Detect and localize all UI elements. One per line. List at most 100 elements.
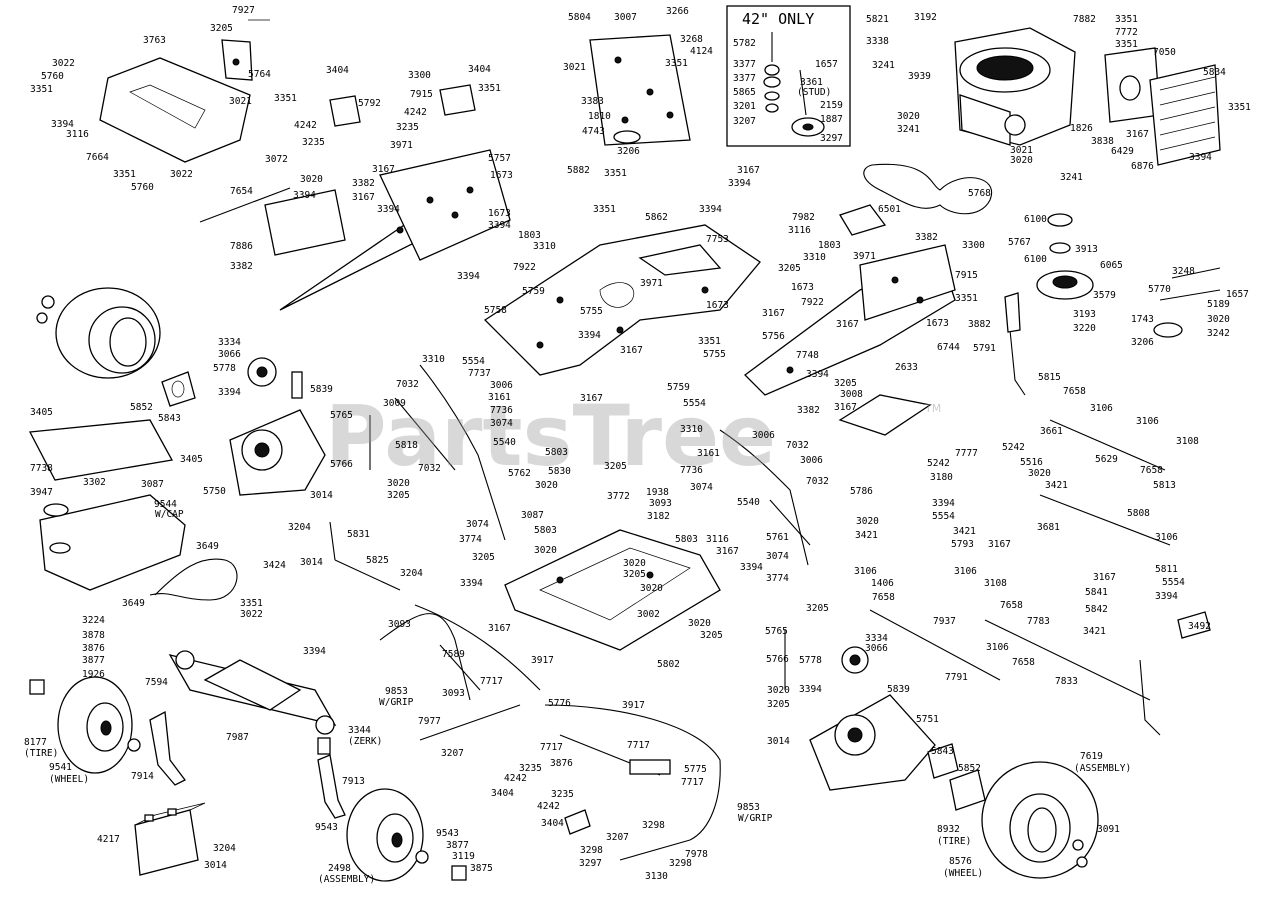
part-label: 1810 xyxy=(588,111,611,122)
part-label: 4743 xyxy=(582,126,605,137)
part-label: 3167 xyxy=(620,345,643,356)
part-label: 3334 xyxy=(218,337,241,348)
part-label: 5758 xyxy=(484,305,507,316)
part-label: 5778 xyxy=(799,655,822,666)
part-label: 3351 xyxy=(113,169,136,180)
part-label: 3167 xyxy=(352,192,375,203)
part-label: 5786 xyxy=(850,486,873,497)
part-label: 5811 xyxy=(1155,564,1178,575)
part-label: 7594 xyxy=(145,677,168,688)
part-label: 8932 xyxy=(937,824,960,835)
part-label: 3206 xyxy=(617,146,640,157)
part-label: 5802 xyxy=(657,659,680,670)
part-label: 5815 xyxy=(1038,372,1061,383)
bracket-7915-top xyxy=(439,84,476,116)
lever-5791 xyxy=(1009,329,1026,396)
part-label: 1657 xyxy=(815,59,838,70)
part-label: 3130 xyxy=(645,871,668,882)
part-label: 8576 xyxy=(949,856,972,867)
part-label: 4217 xyxy=(97,834,120,845)
part-label: 3763 xyxy=(143,35,166,46)
part-label: 7922 xyxy=(513,262,536,273)
part-label: 7753 xyxy=(706,234,729,245)
part-label: 5766 xyxy=(330,459,353,470)
part-label: 3242 xyxy=(1207,328,1230,339)
part-label: 5818 xyxy=(395,440,418,451)
part-label: 9541 xyxy=(49,762,72,773)
part-label: 3074 xyxy=(766,551,789,562)
part-label: 5842 xyxy=(1085,604,1108,615)
part-label: 5554 xyxy=(462,356,485,367)
part-label: 3298 xyxy=(642,820,665,831)
part-label: 3006 xyxy=(800,455,823,466)
part-label: 3205 xyxy=(623,569,646,580)
part-label: 5756 xyxy=(762,331,785,342)
part-label: 5757 xyxy=(488,153,511,164)
part-label: 9853 xyxy=(737,802,760,813)
part-label: 6744 xyxy=(937,342,960,353)
part-label: 3394 xyxy=(932,498,955,509)
part-label: 5242 xyxy=(927,458,950,469)
part-label: 3351 xyxy=(274,93,297,104)
part-label: 3106 xyxy=(1136,416,1159,427)
part-label: W/GRIP xyxy=(379,697,414,708)
part-label: 7913 xyxy=(342,776,365,787)
rear-tire-left xyxy=(36,287,161,379)
part-label: 3021 xyxy=(563,62,586,73)
part-label: 3201 xyxy=(733,101,756,112)
part-label: 3661 xyxy=(1040,426,1063,437)
part-label: 3492 xyxy=(1188,621,1211,632)
battery-tray xyxy=(264,189,346,256)
front-axle xyxy=(168,650,337,755)
bracket-3235 xyxy=(564,809,591,835)
part-label: 3235 xyxy=(551,789,574,800)
part-label: 3774 xyxy=(766,573,789,584)
part-label: 3377 xyxy=(733,59,756,70)
part-label: 3167 xyxy=(580,393,603,404)
part-label: 3206 xyxy=(1131,337,1154,348)
part-label: 3241 xyxy=(897,124,920,135)
part-label: 3241 xyxy=(872,60,895,71)
part-label: 3421 xyxy=(953,526,976,537)
part-label: 3207 xyxy=(441,748,464,759)
part-label: 3351 xyxy=(698,336,721,347)
part-label: 3351 xyxy=(30,84,53,95)
part-label: 7937 xyxy=(933,616,956,627)
part-label: 7982 xyxy=(792,212,815,223)
rod-5629 xyxy=(1049,419,1166,471)
cable-3009 xyxy=(394,397,456,471)
part-label: 5764 xyxy=(248,69,271,80)
part-label: 4242 xyxy=(504,773,527,784)
part-label: 1803 xyxy=(818,240,841,251)
part-label: 3300 xyxy=(962,240,985,251)
part-label: 4242 xyxy=(294,120,317,131)
part-label: 5242 xyxy=(1002,442,1025,453)
part-label: 7748 xyxy=(796,350,819,361)
part-label: 5554 xyxy=(932,511,955,522)
rod-7978 xyxy=(619,839,691,861)
part-label: 4242 xyxy=(537,801,560,812)
part-label: 4242 xyxy=(404,107,427,118)
part-label: 3087 xyxy=(521,510,544,521)
part-label: 7589 xyxy=(442,649,465,660)
part-label: 5831 xyxy=(347,529,370,540)
part-label: 1887 xyxy=(820,114,843,125)
watermark: PartsTree xyxy=(325,387,776,485)
part-label: 6065 xyxy=(1100,260,1123,271)
part-label: 3193 xyxy=(1073,309,1096,320)
part-label: 3116 xyxy=(706,534,729,545)
bracket-6501 xyxy=(839,204,887,236)
part-label: 3020 xyxy=(897,111,920,122)
fuel-line-3424 xyxy=(149,558,238,601)
part-label: 1673 xyxy=(791,282,814,293)
part-label: 3167 xyxy=(762,308,785,319)
part-label: 3108 xyxy=(1176,436,1199,447)
rod-7783 xyxy=(984,619,1151,701)
part-label: 5768 xyxy=(968,188,991,199)
part-label: 3106 xyxy=(854,566,877,577)
part-label: 3116 xyxy=(788,225,811,236)
part-label: 5813 xyxy=(1153,480,1176,491)
mounting-plate-left xyxy=(99,19,270,163)
drive-belt xyxy=(863,163,993,215)
